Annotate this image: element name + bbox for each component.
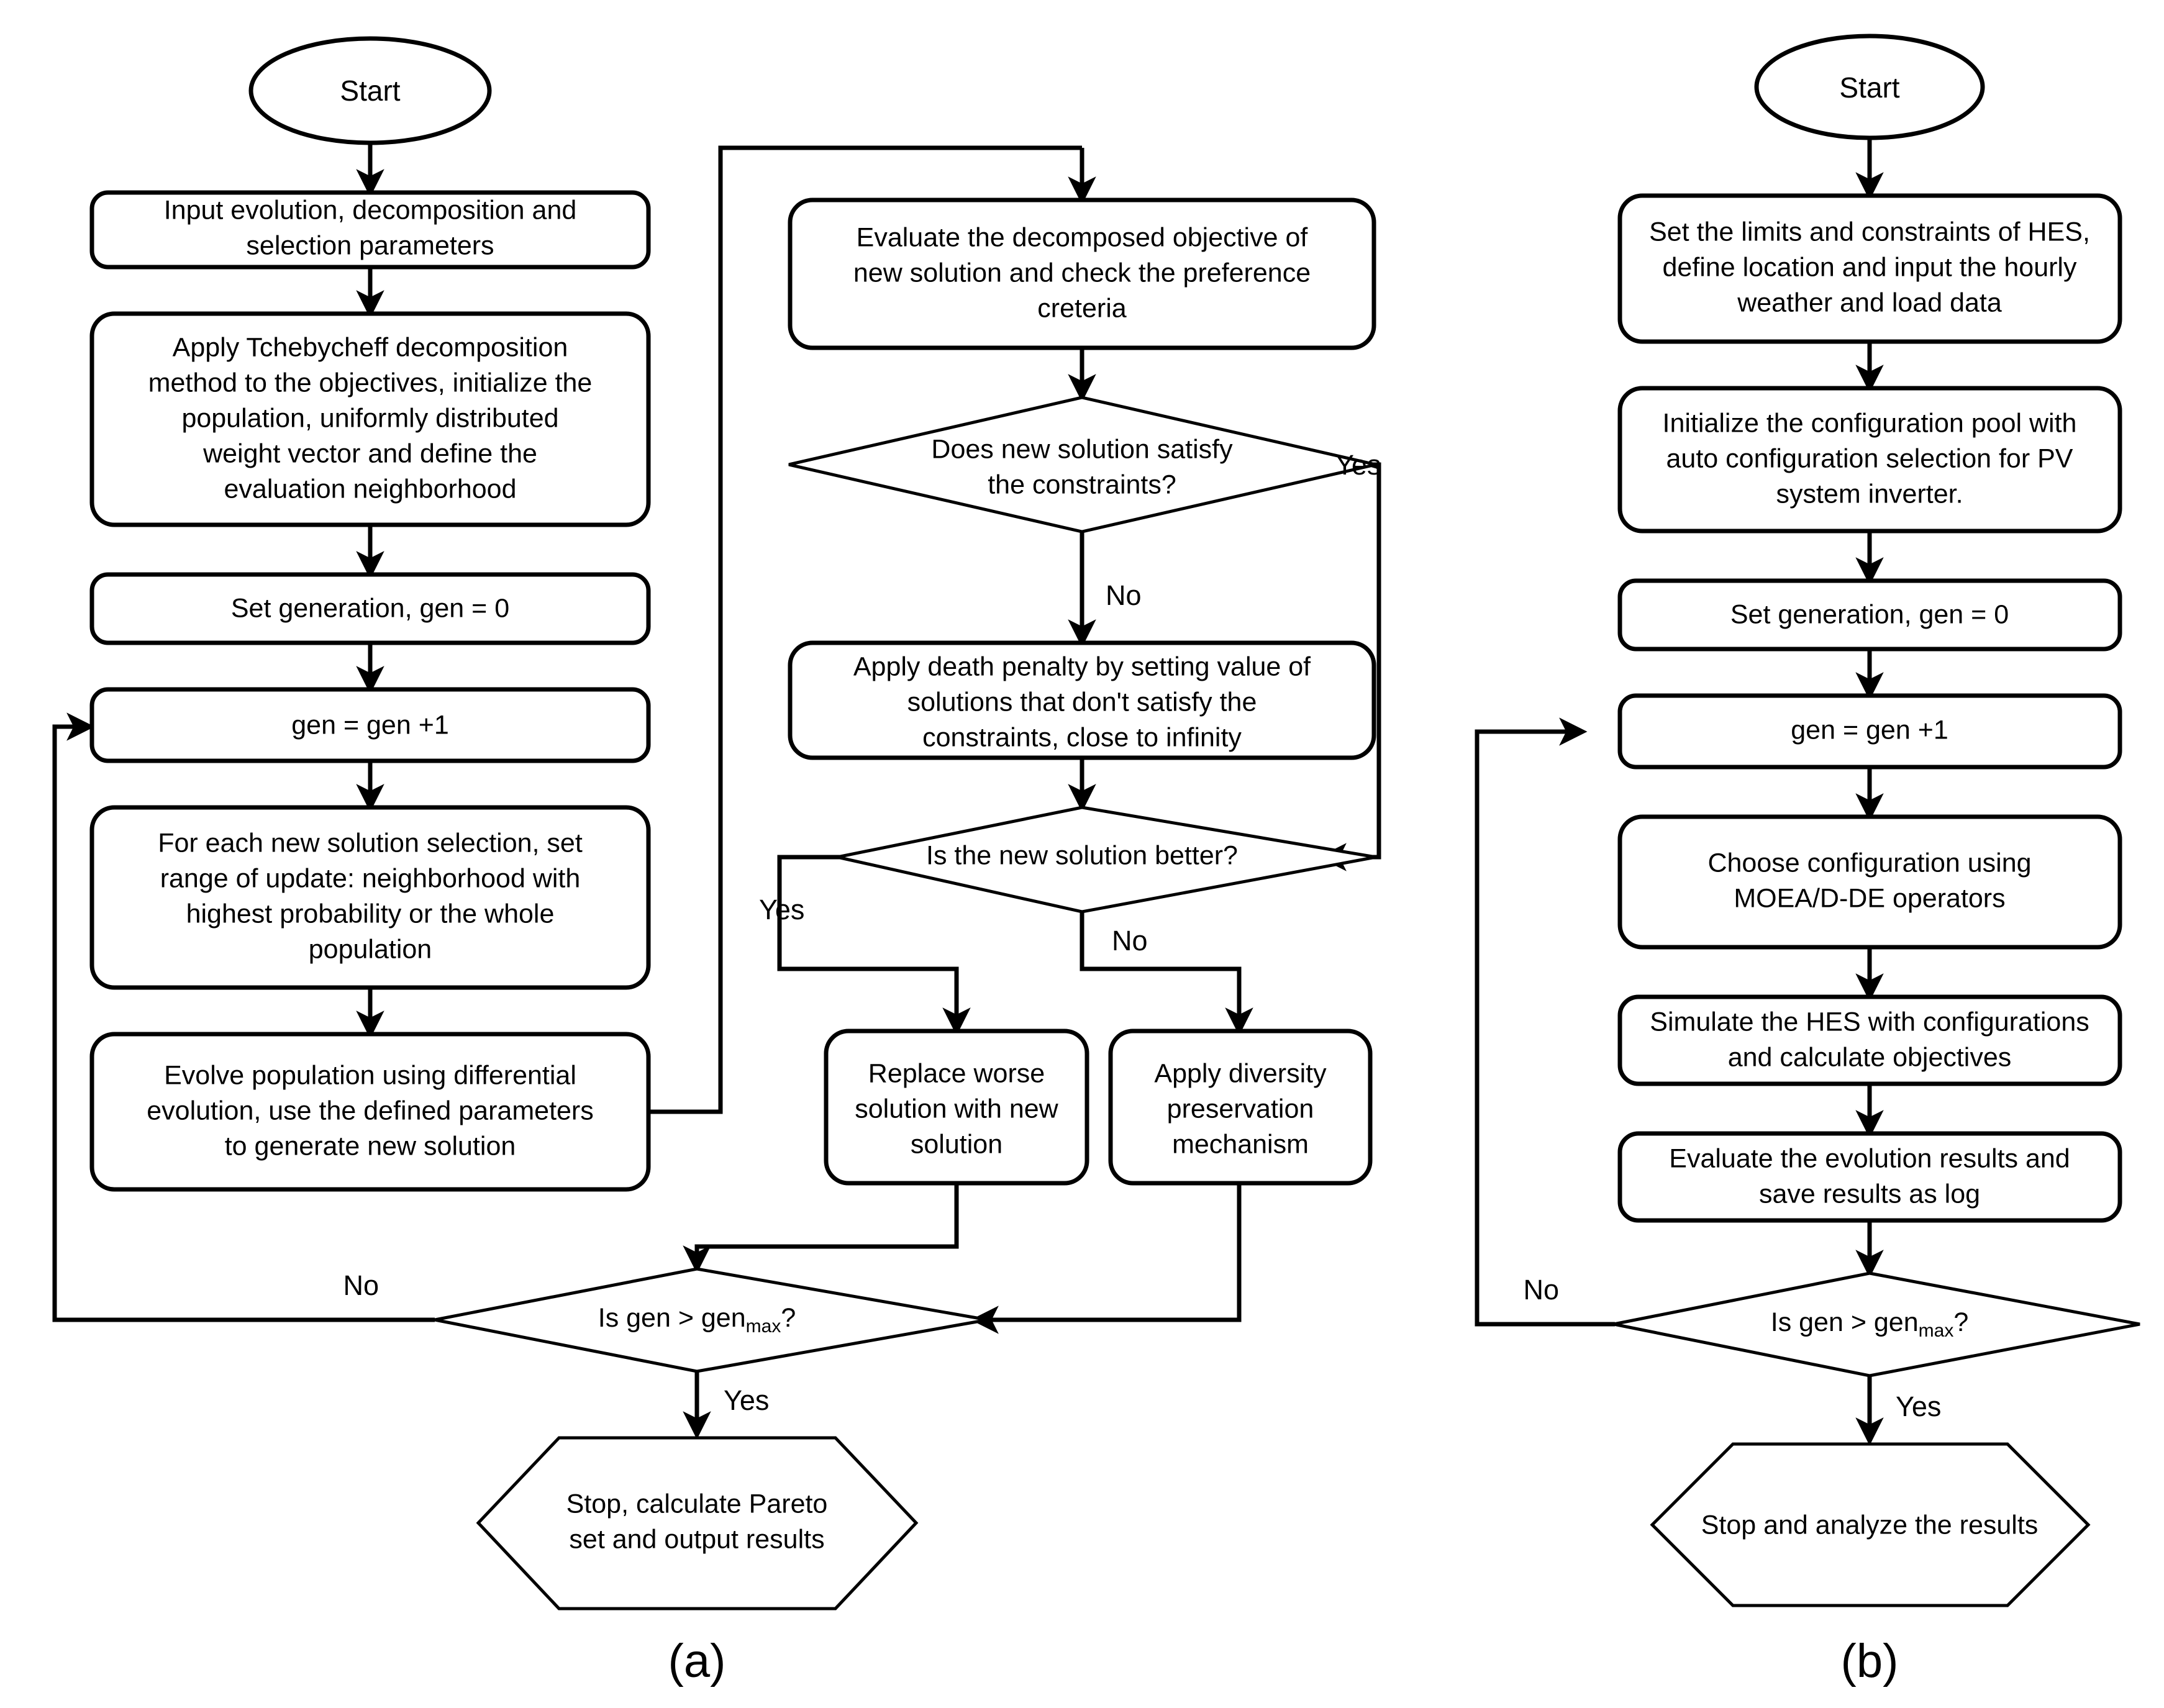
panel-b-set-limits-line-1: Set the limits and constraints of HES, <box>1649 217 2090 247</box>
panel-b-start-label: Start <box>1839 71 1899 104</box>
panel-b-set-generation-label: Set generation, gen = 0 <box>1730 599 2009 629</box>
panel-b-genmax-decision-node: Is gen > genmax? <box>1613 1271 2140 1378</box>
panel-a-genmax-decision-node: Is gen > genmax? <box>434 1267 988 1373</box>
panel-a-evaluate-decomposed-line-3: creteria <box>1037 293 1126 323</box>
panel-a-stop-line-2: set and output results <box>569 1524 824 1554</box>
panel-a-death-penalty-node: Apply death penalty by setting value of … <box>788 640 1376 760</box>
panel-b-genmax-no-label: No <box>1523 1274 1559 1306</box>
panel-a-death-penalty-line-3: constraints, close to infinity <box>922 722 1242 752</box>
panel-b-connectors <box>1475 138 1884 1446</box>
panel-a-better-decision-label: Is the new solution better? <box>926 840 1238 870</box>
panel-b-choose-config-node: Choose configuration using MOEA/D-DE ope… <box>1617 814 2122 950</box>
panel-b-init-pool-line-1: Initialize the configuration pool with <box>1663 408 2077 438</box>
panel-a-stop-node: Stop, calculate Pareto set and output re… <box>476 1436 919 1610</box>
panel-b-init-pool-node: Initialize the configuration pool with a… <box>1617 386 2122 534</box>
panel-a-diversity-line-3: mechanism <box>1172 1129 1309 1159</box>
panel-a-tchebycheff-line-1: Apply Tchebycheff decomposition <box>173 332 568 362</box>
panel-a-evolve-population-line-1: Evolve population using differential <box>164 1060 576 1090</box>
panel-b-simulate-hes-line-2: and calculate objectives <box>1728 1042 2012 1072</box>
panel-b-set-generation-node: Set generation, gen = 0 <box>1617 578 2122 652</box>
panel-b-genmax-yes-label: Yes <box>1896 1391 1941 1422</box>
panel-a-input-params-line-1: Input evolution, decomposition and <box>164 195 577 225</box>
panel-a-replace-worse-line-2: solution with new <box>855 1094 1058 1124</box>
panel-a-genmax-yes-label: Yes <box>724 1384 769 1416</box>
panel-b-evaluate-results-line-2: save results as log <box>1759 1179 1980 1209</box>
panel-a-tchebycheff-node: Apply Tchebycheff decomposition method t… <box>89 311 651 527</box>
panel-b-choose-config-line-2: MOEA/D-DE operators <box>1734 883 2005 913</box>
panel-a-evaluate-decomposed-node: Evaluate the decomposed objective of new… <box>788 198 1376 350</box>
panel-b-set-limits-node: Set the limits and constraints of HES, d… <box>1617 193 2122 344</box>
panel-a-label: (a) <box>668 1635 726 1688</box>
panel-a-death-penalty-line-1: Apply death penalty by setting value of <box>853 652 1311 681</box>
panel-a-death-penalty-line-2: solutions that don't satisfy the <box>907 687 1257 717</box>
panel-b-set-limits-line-2: define location and input the hourly <box>1663 252 2077 282</box>
panel-a-diversity-line-2: preservation <box>1167 1094 1314 1124</box>
panel-a-selection-range-line-3: highest probability or the whole <box>186 899 555 929</box>
panel-a-tchebycheff-line-3: population, uniformly distributed <box>181 403 558 433</box>
panel-b-gen-increment-label: gen = gen +1 <box>1791 715 1948 745</box>
panel-a-constraints-decision-line-1: Does new solution satisfy <box>931 434 1233 464</box>
panel-a-input-params-node: Input evolution, decomposition and selec… <box>89 190 651 270</box>
panel-a-replace-worse-line-3: solution <box>911 1129 1002 1159</box>
panel-a-tchebycheff-line-4: weight vector and define the <box>202 438 537 468</box>
panel-a-genmax-no-label: No <box>343 1270 379 1301</box>
panel-a-evaluate-decomposed-line-2: new solution and check the preference <box>853 258 1311 288</box>
panel-a-tchebycheff-line-2: method to the objectives, initialize the <box>148 368 593 397</box>
panel-a-evaluate-decomposed-line-1: Evaluate the decomposed objective of <box>857 222 1309 252</box>
panel-b-simulate-hes-node: Simulate the HES with configurations and… <box>1617 994 2122 1086</box>
panel-a-replace-worse-node: Replace worse solution with new solution <box>824 1029 1089 1186</box>
panel-a-tchebycheff-line-5: evaluation neighborhood <box>224 474 516 504</box>
panel-b-set-limits-line-3: weather and load data <box>1737 288 2002 317</box>
panel-a-better-yes-label: Yes <box>759 894 804 925</box>
panel-a-constraints-decision-node: Does new solution satisfy the constraint… <box>788 396 1376 534</box>
panel-a-constraints-yes-label: Yes <box>1335 449 1381 481</box>
panel-a-gen-increment-label: gen = gen +1 <box>291 710 448 740</box>
panel-b-init-pool-line-3: system inverter. <box>1776 479 1963 509</box>
panel-a-evolve-population-line-3: to generate new solution <box>225 1131 516 1161</box>
panel-a-replace-worse-line-1: Replace worse <box>868 1058 1045 1088</box>
panel-b-init-pool-line-2: auto configuration selection for PV <box>1666 443 2073 473</box>
panel-a-diversity-line-1: Apply diversity <box>1154 1058 1327 1088</box>
panel-a-input-params-line-2: selection parameters <box>246 230 494 260</box>
panel-a-connectors <box>52 142 1096 1322</box>
panel-b-evaluate-results-node: Evaluate the evolution results and save … <box>1617 1131 2122 1223</box>
panel-a-set-generation-label: Set generation, gen = 0 <box>231 593 509 623</box>
panel-b-evaluate-results-line-1: Evaluate the evolution results and <box>1669 1143 2070 1173</box>
panel-a-selection-range-node: For each new solution selection, set ran… <box>89 805 651 990</box>
panel-b-simulate-hes-line-1: Simulate the HES with configurations <box>1650 1007 2089 1037</box>
panel-a-constraints-decision-line-2: the constraints? <box>988 470 1176 499</box>
panel-b-genmax-decision-label: Is gen > genmax? <box>1771 1307 1969 1341</box>
panel-b-gen-increment-node: gen = gen +1 <box>1617 693 2122 770</box>
panel-a-better-no-label: No <box>1112 925 1148 956</box>
panel-a-evolve-population-line-2: evolution, use the defined parameters <box>147 1096 594 1125</box>
panel-a-selection-range-line-1: For each new solution selection, set <box>158 828 583 858</box>
panel-a-constraints-no-label: No <box>1106 579 1142 611</box>
panel-a-selection-range-line-4: population <box>309 934 432 964</box>
panel-a-diversity-node: Apply diversity preservation mechanism <box>1108 1029 1373 1186</box>
panel-b-label: (b) <box>1841 1635 1899 1688</box>
panel-b-stop-label: Stop and analyze the results <box>1701 1510 2039 1540</box>
panel-a-genmax-decision-label: Is gen > genmax? <box>598 1303 796 1337</box>
panel-b-stop-node: Stop and analyze the results <box>1650 1442 2091 1607</box>
panel-b-start-node: Start <box>1754 34 1985 140</box>
panel-a-better-decision-node: Is the new solution better? <box>837 806 1376 914</box>
panel-a-stop-line-1: Stop, calculate Pareto <box>566 1489 828 1519</box>
panel-a-start-node: Start <box>248 36 492 145</box>
panel-a-set-generation-node: Set generation, gen = 0 <box>89 572 651 645</box>
panel-a-selection-range-line-2: range of update: neighborhood with <box>160 863 581 893</box>
panel-a-gen-increment-node: gen = gen +1 <box>89 687 651 763</box>
panel-a-start-label: Start <box>340 75 400 107</box>
panel-a-evolve-population-node: Evolve population using differential evo… <box>89 1032 651 1192</box>
panel-b-choose-config-line-1: Choose configuration using <box>1707 848 2031 878</box>
